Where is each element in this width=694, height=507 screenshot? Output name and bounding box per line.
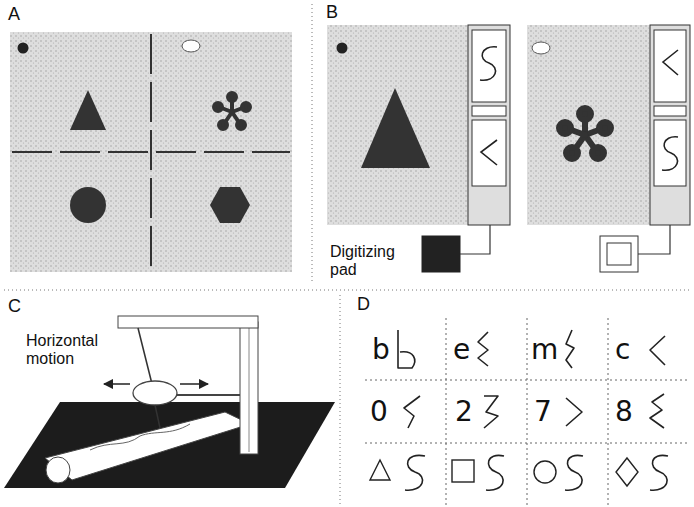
stimulus-character: c [615, 336, 630, 364]
panel-letter: B [326, 2, 338, 23]
panel-b-screen-2 [527, 25, 690, 225]
panel-b-screen-1 [327, 25, 510, 225]
shape-stimuli [370, 458, 638, 486]
stimulus-grid [365, 318, 690, 505]
digitizing-pads [422, 225, 670, 272]
panel-letter: C [8, 296, 21, 317]
writing-apparatus [4, 316, 335, 488]
panel-letter: A [8, 4, 20, 25]
stimulus-character: 8 [615, 398, 633, 426]
stimulus-character: b [372, 336, 390, 364]
stimulus-character: 0 [370, 398, 388, 426]
panel-letter: D [357, 294, 370, 315]
stimulus-character: e [453, 336, 470, 364]
handwritten-traces [398, 330, 668, 490]
stimulus-character: 7 [534, 398, 552, 426]
stimulus-character: m [531, 336, 558, 364]
panel-a-display [10, 32, 292, 272]
motion-label: Horizontal motion [26, 332, 118, 369]
stimulus-character: 2 [455, 398, 473, 426]
device-label: Digitizing pad [330, 243, 416, 280]
